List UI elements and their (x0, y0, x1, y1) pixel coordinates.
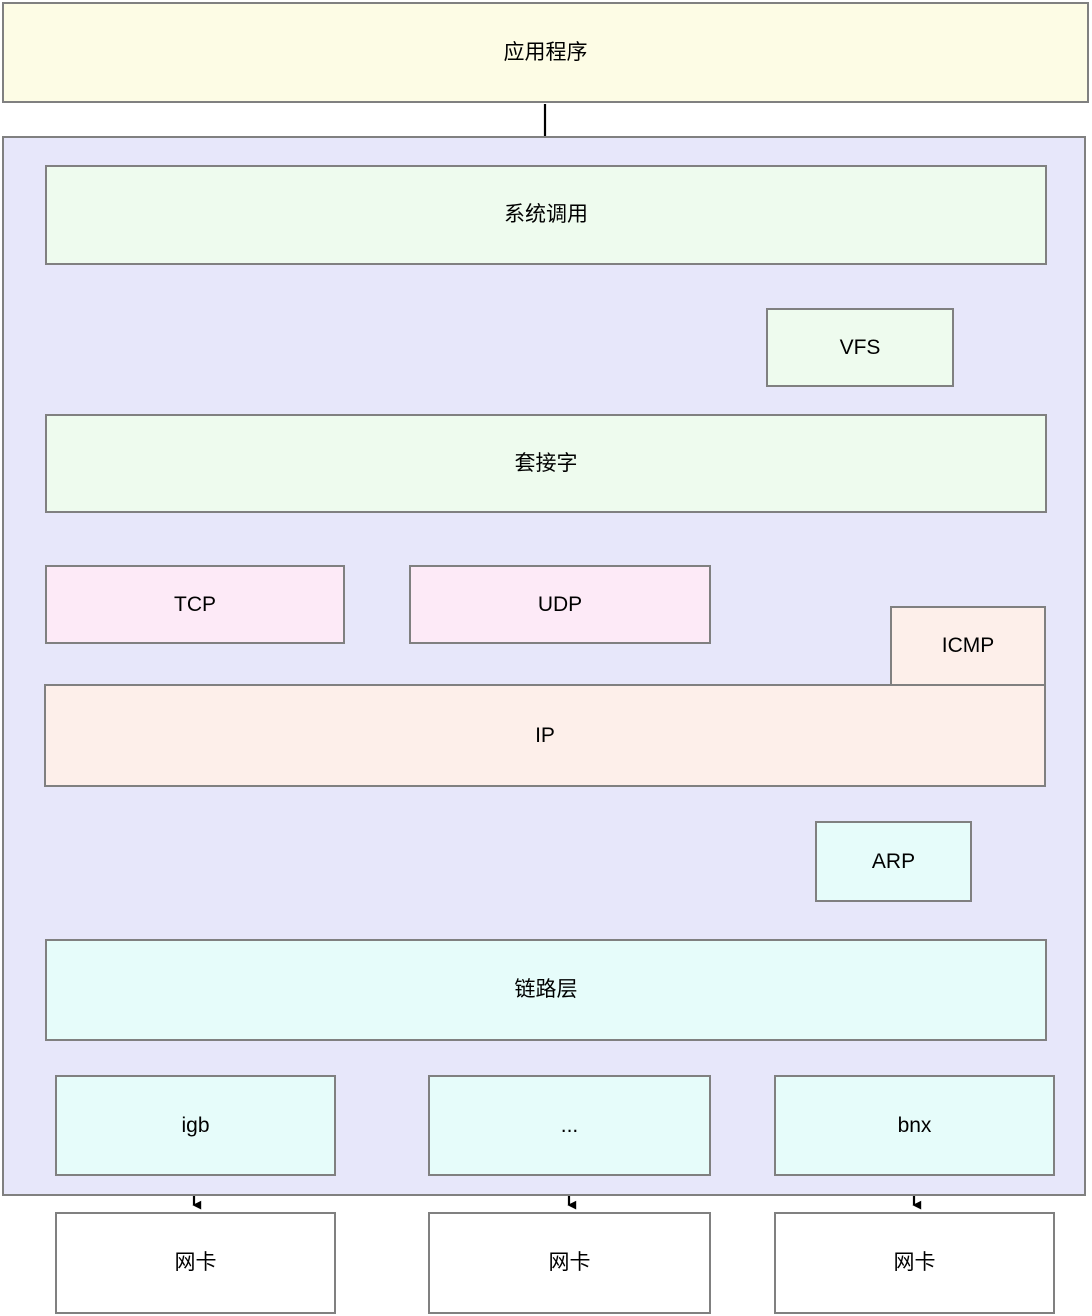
node-tcp[interactable]: TCP (45, 565, 345, 644)
node-nic-2-label: 网卡 (548, 1251, 591, 1275)
node-vfs-label: VFS (839, 335, 881, 359)
node-arp[interactable]: ARP (815, 821, 972, 902)
node-socket[interactable]: 套接字 (45, 414, 1047, 513)
node-vfs[interactable]: VFS (766, 308, 954, 387)
node-icmp-label: ICMP (941, 634, 995, 658)
node-nic-3[interactable]: 网卡 (774, 1212, 1055, 1314)
node-driver-other[interactable]: ... (428, 1075, 711, 1176)
node-ip-label: IP (535, 723, 555, 747)
node-application[interactable]: 应用程序 (2, 2, 1089, 103)
node-tcp-label: TCP (174, 592, 216, 616)
node-icmp[interactable]: ICMP (890, 606, 1046, 686)
node-nic-3-label: 网卡 (893, 1251, 936, 1275)
node-driver-igb-label: igb (181, 1113, 210, 1137)
node-driver-bnx[interactable]: bnx (774, 1075, 1055, 1176)
node-link-layer-label: 链路层 (514, 978, 578, 1002)
node-application-label: 应用程序 (503, 40, 588, 64)
node-system-call-label: 系统调用 (504, 203, 588, 227)
node-socket-label: 套接字 (514, 451, 578, 475)
node-nic-2[interactable]: 网卡 (428, 1212, 711, 1314)
node-udp-label: UDP (537, 592, 583, 616)
node-driver-igb[interactable]: igb (55, 1075, 336, 1176)
node-ip[interactable]: IP (44, 684, 1046, 787)
node-link-layer[interactable]: 链路层 (45, 939, 1047, 1041)
node-arp-label: ARP (871, 849, 916, 873)
node-nic-1-label: 网卡 (174, 1251, 217, 1275)
node-nic-1[interactable]: 网卡 (55, 1212, 336, 1314)
node-driver-bnx-label: bnx (897, 1113, 932, 1137)
node-system-call[interactable]: 系统调用 (45, 165, 1047, 265)
node-driver-other-label: ... (560, 1113, 579, 1137)
node-udp[interactable]: UDP (409, 565, 711, 644)
